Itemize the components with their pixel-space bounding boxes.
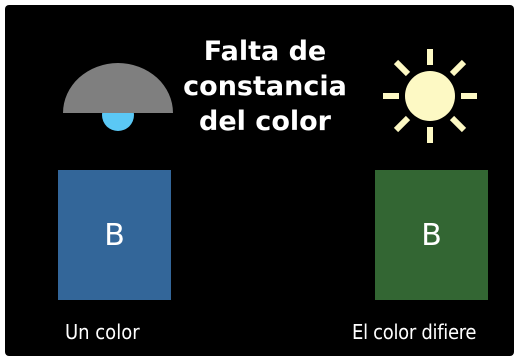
- caption-right: El color difiere: [352, 320, 477, 344]
- diagram-frame: Falta de constancia del color B B Un col…: [5, 5, 514, 356]
- lamp-shade: [63, 63, 173, 113]
- swatch-right-letter: B: [421, 217, 442, 253]
- diagram-title: Falta de constancia del color: [155, 34, 375, 139]
- title-line-2: constancia: [183, 71, 347, 102]
- swatch-right: B: [375, 170, 488, 300]
- sun-icon: [383, 49, 477, 143]
- caption-left: Un color: [65, 320, 140, 344]
- title-line-1: Falta de: [203, 36, 327, 67]
- lamp-icon: [63, 63, 173, 131]
- swatch-left-letter: B: [104, 217, 125, 253]
- swatch-left: B: [58, 170, 171, 300]
- title-line-3: del color: [199, 106, 331, 137]
